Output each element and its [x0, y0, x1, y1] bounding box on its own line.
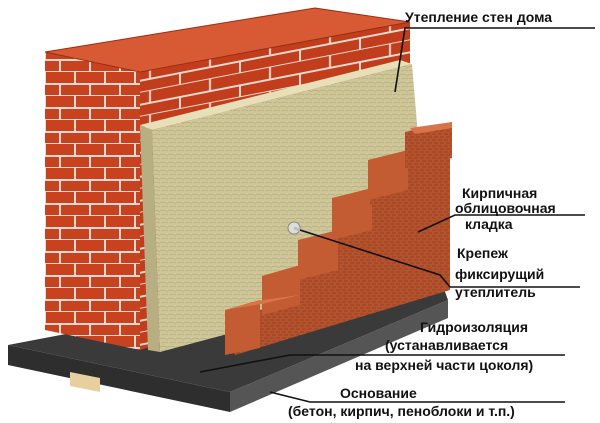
label-fastener: Крепеж фиксирущий утеплитель	[455, 245, 544, 300]
svg-text:Крепеж: Крепеж	[457, 245, 509, 261]
waterproofing-strip	[70, 372, 100, 392]
svg-text:Гидроизоляция: Гидроизоляция	[420, 319, 528, 335]
svg-text:кладка: кладка	[465, 216, 513, 232]
label-facing-brick: Кирпичная облицовочная кладка	[455, 185, 556, 232]
facing-brick-wall	[225, 122, 452, 355]
label-insulation: Утепление стен дома	[405, 9, 552, 25]
svg-text:(устанавливается: (устанавливается	[385, 337, 508, 353]
label-foundation: Основание (бетон, кирпич, пеноблоки и т.…	[288, 385, 515, 419]
svg-text:на верхней части цоколя): на верхней части цоколя)	[355, 357, 533, 373]
svg-text:(бетон, кирпич, пеноблоки и т.: (бетон, кирпич, пеноблоки и т.п.)	[288, 403, 515, 419]
svg-text:Основание: Основание	[340, 385, 417, 401]
leader-lines	[199, 27, 595, 403]
svg-text:Кирпичная: Кирпичная	[462, 185, 537, 201]
svg-text:утеплитель: утеплитель	[455, 284, 536, 300]
label-waterproofing: Гидроизоляция (устанавливается на верхне…	[355, 319, 533, 373]
svg-text:фиксирущий: фиксирущий	[455, 266, 544, 282]
svg-text:облицовочная: облицовочная	[455, 200, 556, 216]
